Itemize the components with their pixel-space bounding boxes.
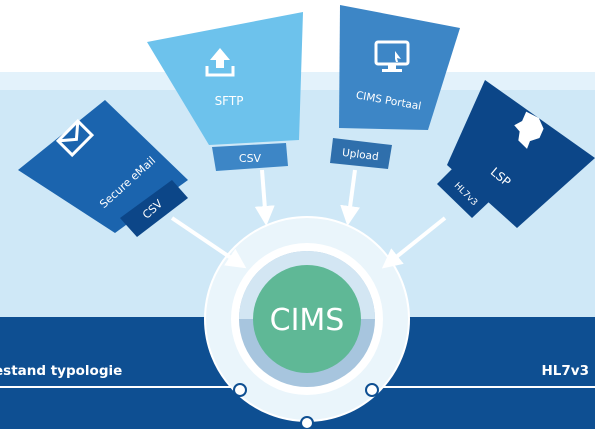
- channel-cims-portaal: CIMS Portaal Upload: [330, 5, 460, 169]
- upload-icon: [205, 48, 235, 77]
- arrow-portal: [340, 169, 361, 226]
- netherlands-map-icon: [514, 111, 544, 149]
- sftp-format-tab: [212, 143, 288, 171]
- arrow-lsp: [381, 216, 447, 269]
- channel-lsp: LSP HL7v3: [437, 80, 595, 228]
- sftp-panel: [147, 12, 303, 145]
- connector-node-left: [233, 383, 247, 397]
- cims-center-label: CIMS: [270, 303, 345, 338]
- envelope-icon: [55, 118, 95, 158]
- bottom-right-label: HL7v3: [541, 363, 590, 379]
- channel-sftp: SFTP CSV: [147, 12, 303, 171]
- cims-portaal-panel: [339, 5, 460, 130]
- arrow-email: [170, 216, 247, 269]
- sftp-format: CSV: [239, 152, 262, 165]
- monitor-icon: [374, 40, 410, 72]
- bottom-left-label: estand typologie: [0, 363, 123, 379]
- lsp-panel: [447, 80, 595, 228]
- arrow-sftp: [254, 169, 275, 226]
- lsp-format-tab: [437, 166, 491, 218]
- cims-portaal-format: Upload: [341, 147, 379, 163]
- cims-center-circle: [253, 265, 361, 373]
- channel-secure-email: Secure eMail CSV: [18, 100, 188, 237]
- sftp-label: SFTP: [215, 94, 244, 108]
- connector-node-right: [365, 383, 379, 397]
- secure-email-format-tab: [120, 180, 188, 237]
- connector-node-bottom: [300, 416, 314, 429]
- ring-top-half: [239, 251, 375, 319]
- cims-portaal-format-tab: [330, 138, 392, 169]
